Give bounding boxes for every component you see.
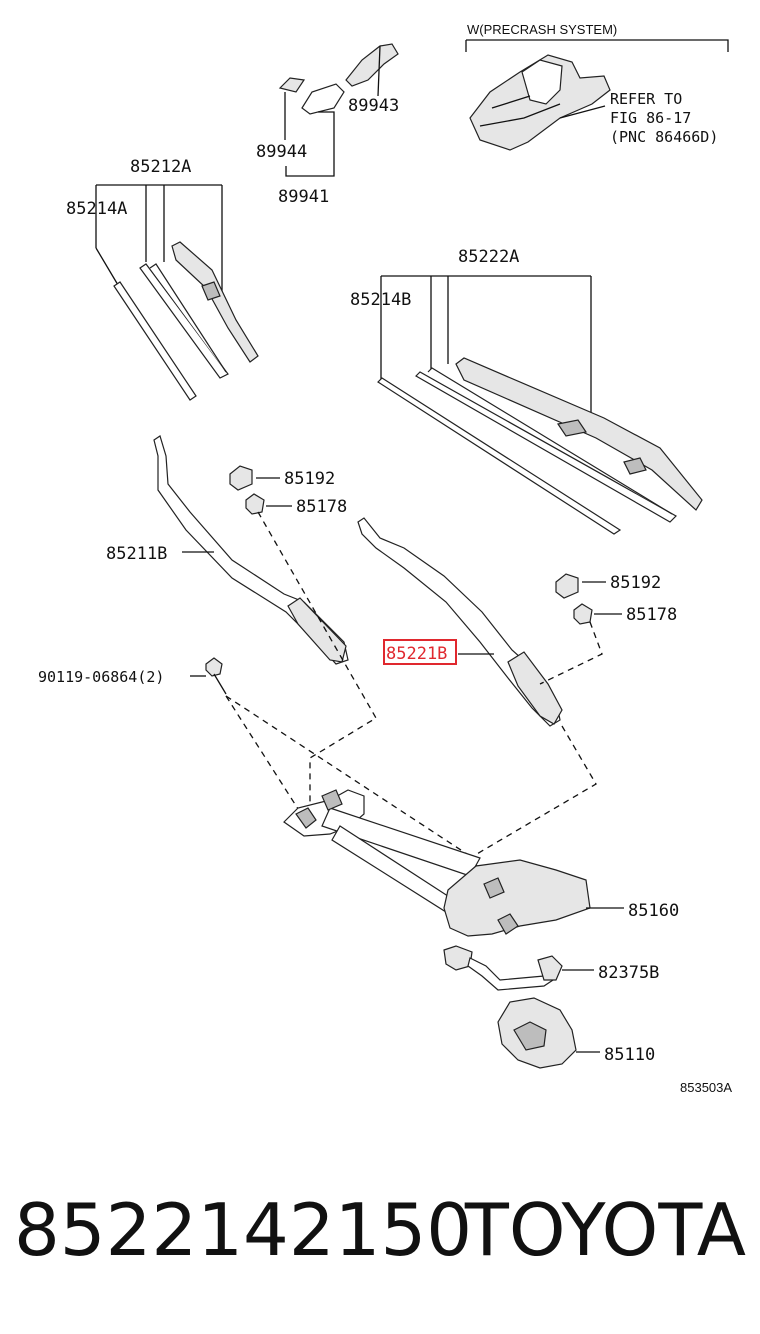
right-blade-refill-part [377,357,703,535]
left-blade-refill-part [95,241,259,401]
left-cap-part [229,465,280,491]
dashed-leaders [225,511,603,889]
wire-harness-part [443,945,594,991]
part-number: 8522142150 [14,1188,473,1272]
clip-89943-part [345,43,399,97]
parts-diagram: W(PRECRASH SYSTEM) REFER TO FIG 86-17 (P… [38,22,732,1095]
refer-line-1: REFER TO [610,90,682,108]
right-cap-part [555,573,606,599]
label-85212A: 85212A [130,157,191,177]
label-85178-left: 85178 [296,497,347,517]
left-nut-part [245,493,292,515]
precrash-note: W(PRECRASH SYSTEM) [465,22,729,52]
bolt-part [190,657,227,695]
label-85221B: 85221B [386,644,447,664]
right-nut-part [573,603,622,625]
label-85214A: 85214A [66,199,127,219]
label-82375B: 82375B [598,963,659,983]
brand-name: TOYOTA [464,1188,746,1272]
refer-to-note: REFER TO FIG 86-17 (PNC 86466D) [610,90,718,146]
refer-line-3: (PNC 86466D) [610,128,718,146]
wiper-motor-part [497,997,600,1069]
figure-code: 853503A [680,1080,732,1095]
label-85222A: 85222A [458,247,519,267]
label-85192-left: 85192 [284,469,335,489]
highlight-box [383,639,457,665]
clip-89944-part [278,77,345,177]
label-89944: 89944 [256,142,307,162]
label-90119-06864: 90119-06864(2) [38,668,164,686]
label-85160: 85160 [628,901,679,921]
precrash-note-label: W(PRECRASH SYSTEM) [467,22,617,37]
left-wiper-arm-part [153,435,349,665]
footer: 8522142150 TOYOTA [0,1180,760,1290]
label-85192-right: 85192 [610,573,661,593]
label-89943: 89943 [348,96,399,116]
camera-cover-part [469,54,611,151]
right-wiper-arm-part [357,517,563,727]
refer-line-2: FIG 86-17 [610,109,691,127]
label-85214B: 85214B [350,290,411,310]
wiper-linkage-part [283,789,624,937]
label-89941: 89941 [278,187,329,207]
label-85221B-highlighted: 85221B [383,639,457,665]
label-85211B: 85211B [106,544,167,564]
label-85178-right: 85178 [626,605,677,625]
label-85110: 85110 [604,1045,655,1065]
